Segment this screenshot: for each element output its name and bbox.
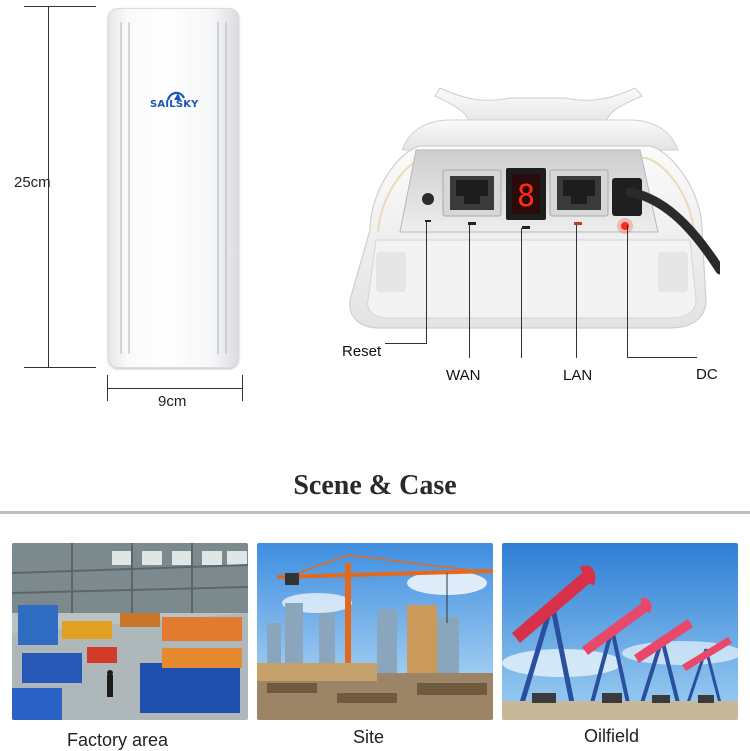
logo-mark-icon <box>166 91 185 101</box>
tray-slot-left <box>376 252 406 292</box>
wan-label: WAN <box>446 367 481 384</box>
dc-callout-line <box>627 225 628 358</box>
dc-cable <box>625 187 725 275</box>
reset-callout-horizontal <box>385 343 427 344</box>
lan-label: LAN <box>563 367 593 384</box>
height-dimension-top-tick <box>24 6 96 7</box>
cpe-device-front: SAILSKY <box>108 8 239 368</box>
site-caption: Site <box>353 727 385 747</box>
device-rib <box>120 22 122 354</box>
dc-callout-horizontal <box>627 357 697 358</box>
width-dimension-right-tick <box>242 375 243 401</box>
device-rib <box>217 22 219 354</box>
section-title: Scene & Case <box>293 470 457 501</box>
reset-indicator <box>425 220 431 222</box>
width-dimension-line <box>107 388 243 389</box>
svg-text:8: 8 <box>517 179 535 214</box>
housing-top <box>401 119 679 151</box>
height-dimension-line <box>48 6 49 368</box>
dc-jack <box>612 178 642 216</box>
height-dimension-label: 25cm <box>14 174 51 191</box>
display-led <box>522 226 530 229</box>
device-rib <box>128 22 130 354</box>
height-dimension-bottom-tick <box>24 367 96 368</box>
reset-button-hole <box>422 193 434 205</box>
oilfield-photo <box>502 543 738 720</box>
sailsky-logo: SAILSKY <box>150 88 200 114</box>
construction-site-photo <box>257 543 493 720</box>
lan-led <box>574 222 582 225</box>
mount-bracket <box>434 87 643 129</box>
wan-led <box>468 222 476 225</box>
lan-callout-line <box>576 225 577 358</box>
tray-slot-right <box>658 252 688 292</box>
width-dimension-label: 9cm <box>158 393 187 410</box>
ports-panel-illustration: 8 <box>349 87 725 329</box>
ports-panel: 8 <box>340 80 725 340</box>
housing-tray <box>367 239 697 319</box>
logo-text: SAILSKY <box>150 99 199 110</box>
factory-area-photo <box>12 543 248 720</box>
dc-label: DC <box>696 366 718 383</box>
oilfield-caption: Oilfield <box>584 726 640 746</box>
factory-area-caption: Factory area <box>67 730 169 750</box>
section-divider <box>0 511 750 514</box>
wan-callout-line <box>469 225 470 358</box>
reset-callout-line <box>426 222 427 344</box>
reset-label: Reset <box>342 343 382 360</box>
device-rib <box>225 22 227 354</box>
display-callout-line <box>521 228 522 358</box>
